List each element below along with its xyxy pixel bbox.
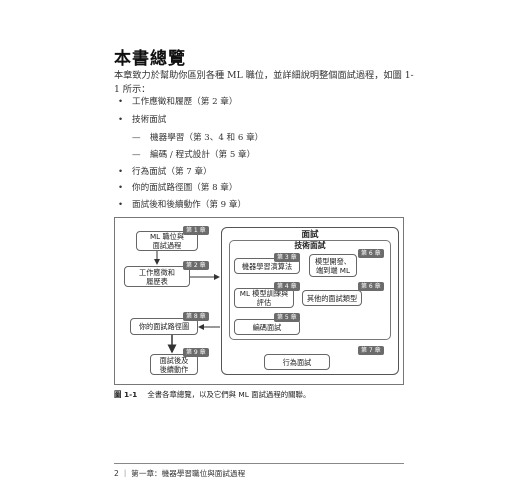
technical-interview-group <box>229 240 391 340</box>
technical-interview-title: 技術面試 <box>294 241 326 250</box>
chapter-badge: 第 8 章 <box>183 312 209 321</box>
page-title: 本書總覽 <box>114 49 186 69</box>
list-item: •面試後和後續動作（第 9 章） <box>118 200 247 210</box>
node-post-interview: 面試後及 後續動作 <box>150 354 198 375</box>
chapter-badge: 第 4 章 <box>274 282 300 291</box>
interview-group-title: 面試 <box>301 230 319 240</box>
chapter-badge: 第 9 章 <box>183 348 209 357</box>
interview-group <box>221 227 399 375</box>
node-model-deploy: 模型開發、 端到端 ML <box>309 254 357 277</box>
chapter-badge: 第 3 章 <box>274 253 300 262</box>
intro-paragraph: 本章致力於幫助你區別各種 ML 職位，並詳細說明整個面試過程，如圖 1-1 所示… <box>114 70 414 95</box>
list-item: •工作應徵和履歷（第 2 章） <box>118 97 238 107</box>
list-item: —編碼 / 程式設計（第 5 章） <box>132 150 256 160</box>
node-model-training: ML 模型訓練與 評估 <box>234 288 294 308</box>
chapter-badge: 第 2 章 <box>183 261 209 270</box>
list-item: •你的面試路徑圖（第 8 章） <box>118 183 238 193</box>
node-algorithms: 機器學習演算法 <box>234 258 300 274</box>
figure-caption-label: 圖 1-1 <box>114 390 138 399</box>
chapter-badge: 第 7 章 <box>358 346 384 355</box>
list-item: •技術面試 <box>118 115 167 125</box>
node-behavioral: 行為面試 <box>264 354 330 370</box>
node-roadmap: 你的面試路徑圖 <box>130 318 198 335</box>
chapter-badge: 第 5 章 <box>274 313 300 322</box>
figure-frame <box>114 217 404 385</box>
node-ml-roles: ML 職位與 面試過程 <box>136 231 198 251</box>
node-other-interviews: 其他的面試類型 <box>302 290 362 306</box>
footer-divider <box>114 463 404 464</box>
chapter-badge: 第 6 章 <box>358 282 384 291</box>
figure-caption-text: 全書各章總覽，以及它們與 ML 面試過程的關聯。 <box>147 390 311 399</box>
list-item: •行為面試（第 7 章） <box>118 167 212 177</box>
flow-arrows <box>154 251 220 354</box>
chapter-badge: 第 1 章 <box>183 226 209 235</box>
list-item: —機器學習（第 3、4 和 6 章） <box>132 133 264 143</box>
chapter-flow-diagram: 面試 技術面試 ML 職位與 面試過程 第 1 章 工作應徵和 履歷表 第 2 … <box>114 217 404 385</box>
figure-caption: 圖 1-1 全書各章總覽，以及它們與 ML 面試過程的關聯。 <box>114 389 310 400</box>
node-application: 工作應徵和 履歷表 <box>124 266 190 287</box>
chapter-badge: 第 6 章 <box>358 249 384 258</box>
page-footer: 2 ｜ 第一章：機器學習職位與面試過程 <box>114 469 246 478</box>
node-coding: 編碼面試 <box>234 319 300 335</box>
